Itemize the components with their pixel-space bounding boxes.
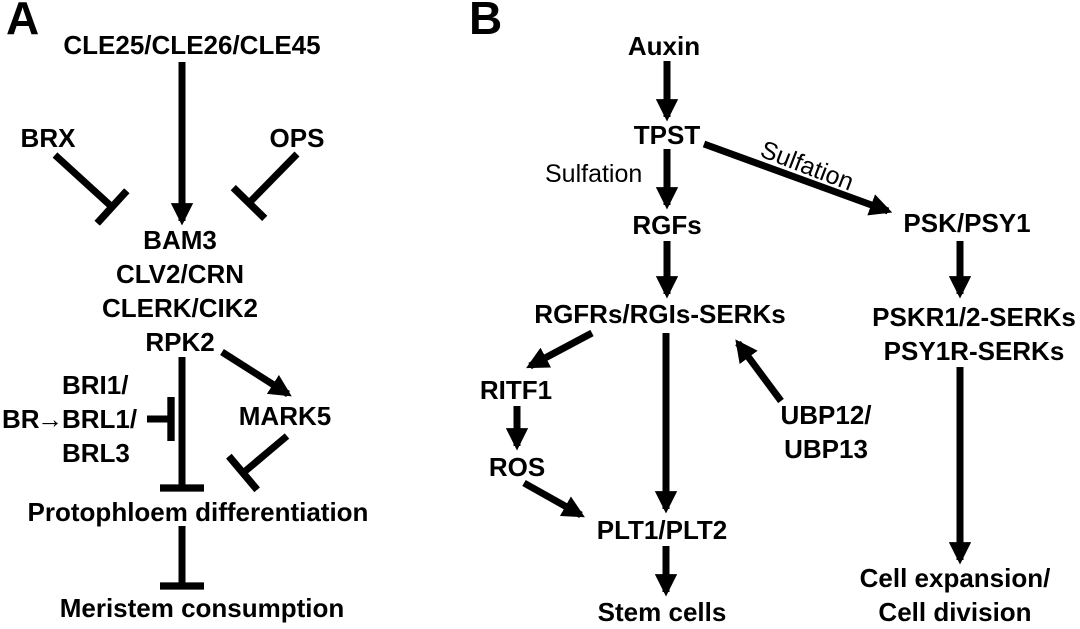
node-ritf1: RITF1 <box>479 375 553 405</box>
node-ubp12: UBP12/ <box>780 400 872 430</box>
arrow-rgfr-to-ritf1 <box>526 329 594 370</box>
panel-b-label: B <box>469 0 503 44</box>
node-clv2-crn: CLV2/CRN <box>115 259 245 289</box>
node-cle-peptides: CLE25/CLE26/CLE45 <box>63 30 321 60</box>
arrow-tpst-to-psk <box>702 140 893 216</box>
node-cell-outcome: Cell expansion/ Cell division <box>860 561 1051 629</box>
node-auxin: Auxin <box>627 31 701 61</box>
node-pskr1-2-serks: PSKR1/2-SERKs <box>872 302 1076 332</box>
node-cell-division: Cell division <box>878 597 1032 627</box>
node-brl3: BRL3 <box>62 438 130 468</box>
node-bam3: BAM3 <box>143 225 217 255</box>
inhibit-mark5-to-protophloem <box>225 433 290 493</box>
node-rgfr-complex: RGFRs/RGIs-SERKs <box>534 299 786 329</box>
node-ubp13: UBP13 <box>784 434 868 464</box>
node-rpk2: RPK2 <box>145 327 215 357</box>
node-mark5: MARK5 <box>238 401 332 431</box>
node-br: BR <box>2 404 40 434</box>
node-brl1: BRL1/ <box>62 404 138 434</box>
node-receptor-complex: BAM3 CLV2/CRN CLERK/CIK2 RPK2 <box>102 223 258 359</box>
node-rgfs: RGFs <box>632 210 702 240</box>
node-psy1r-serks: PSY1R-SERKs <box>883 336 1065 366</box>
node-tpst: TPST <box>633 120 701 150</box>
inhibit-brx-to-receptor-complex <box>52 152 130 226</box>
node-stem-cells: Stem cells <box>597 597 727 627</box>
arrow-ros-to-plt <box>522 479 585 519</box>
node-plt1-plt2: PLT1/PLT2 <box>596 515 728 545</box>
node-pskr-complex: PSKR1/2-SERKs PSY1R-SERKs <box>872 300 1076 368</box>
arrow-ubp-to-rgfr <box>735 339 784 404</box>
br-arrow-icon: → <box>37 404 63 434</box>
node-meristem-consumption: Meristem consumption <box>59 593 345 623</box>
node-bri1: BRI1/ <box>62 370 129 400</box>
arrow-rpk2-to-mark5 <box>220 349 292 397</box>
node-cell-expansion: Cell expansion/ <box>859 563 1051 593</box>
panel-a-label: A <box>6 0 40 44</box>
inhibit-ops-to-receptor-complex <box>230 151 300 222</box>
label-sulfation-left: Sulfation <box>545 160 643 188</box>
node-ubp-complex: UBP12/ UBP13 <box>780 398 871 466</box>
node-brx: BRX <box>20 123 76 153</box>
node-psk-psy1: PSK/PSY1 <box>903 208 1031 238</box>
node-protophloem-differentiation: Protophloem differentiation <box>27 497 369 527</box>
node-ros: ROS <box>488 452 546 482</box>
node-ops: OPS <box>269 123 325 153</box>
node-clerk-cik2: CLERK/CIK2 <box>101 293 259 323</box>
